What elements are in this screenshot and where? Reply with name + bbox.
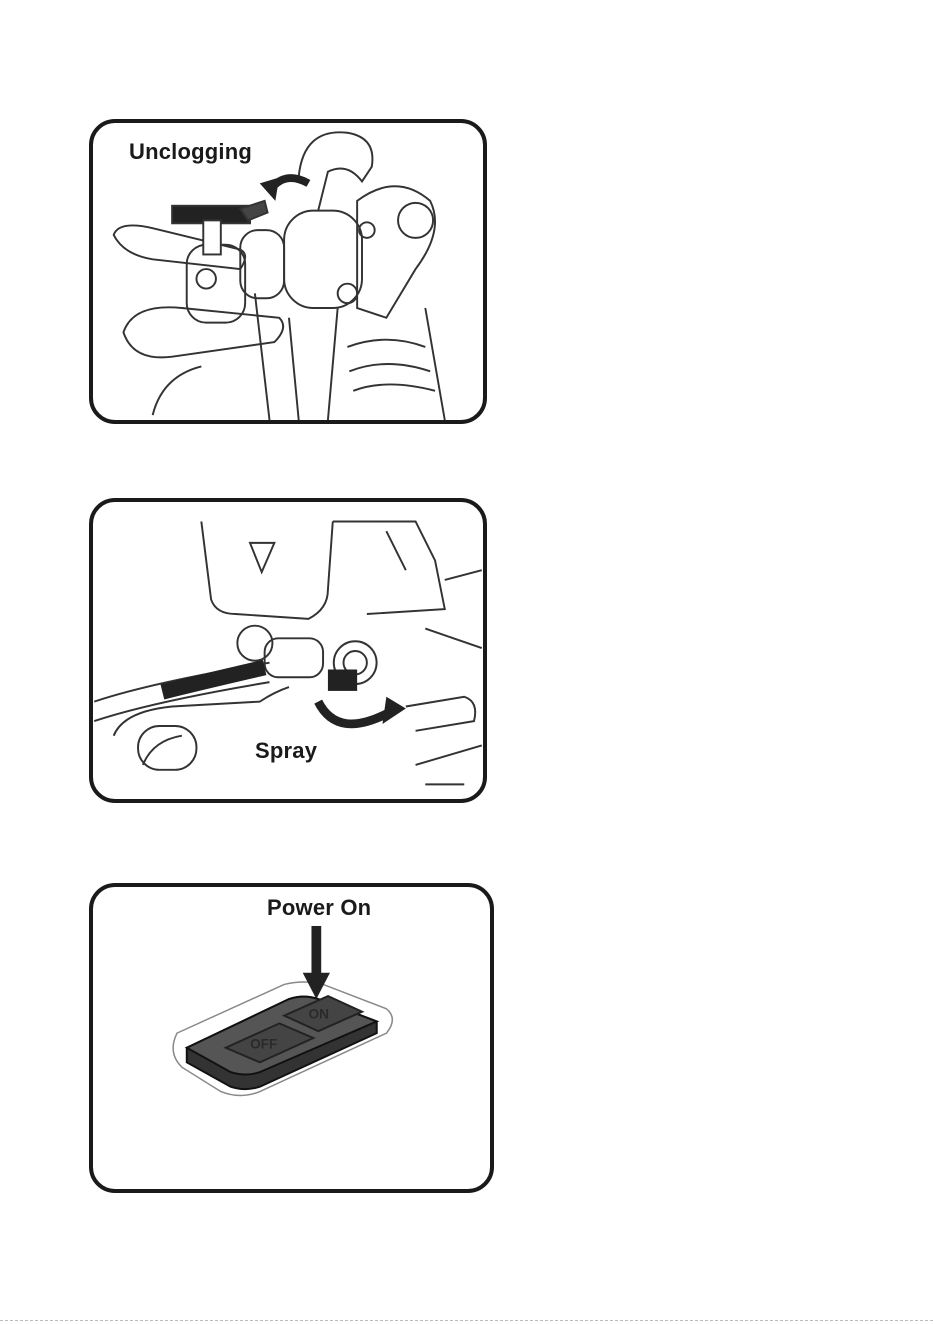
svg-text:ON: ON <box>309 1007 329 1022</box>
svg-text:OFF: OFF <box>250 1037 277 1052</box>
press-arrow-icon <box>303 926 330 999</box>
power-switch-illustration: OFF ON <box>93 887 490 1189</box>
panel-label: Power On <box>267 895 371 921</box>
panel-label: Spray <box>255 738 317 764</box>
spray-panel: Spray <box>89 498 487 803</box>
panel-label: Unclogging <box>129 139 252 165</box>
spray-gun-unclog-illustration <box>93 123 483 420</box>
power-on-panel: OFF ON Power On <box>89 883 494 1193</box>
rotate-arrow-icon <box>318 702 391 724</box>
unclogging-panel: Unclogging <box>89 119 487 424</box>
page-edge <box>0 1320 933 1324</box>
